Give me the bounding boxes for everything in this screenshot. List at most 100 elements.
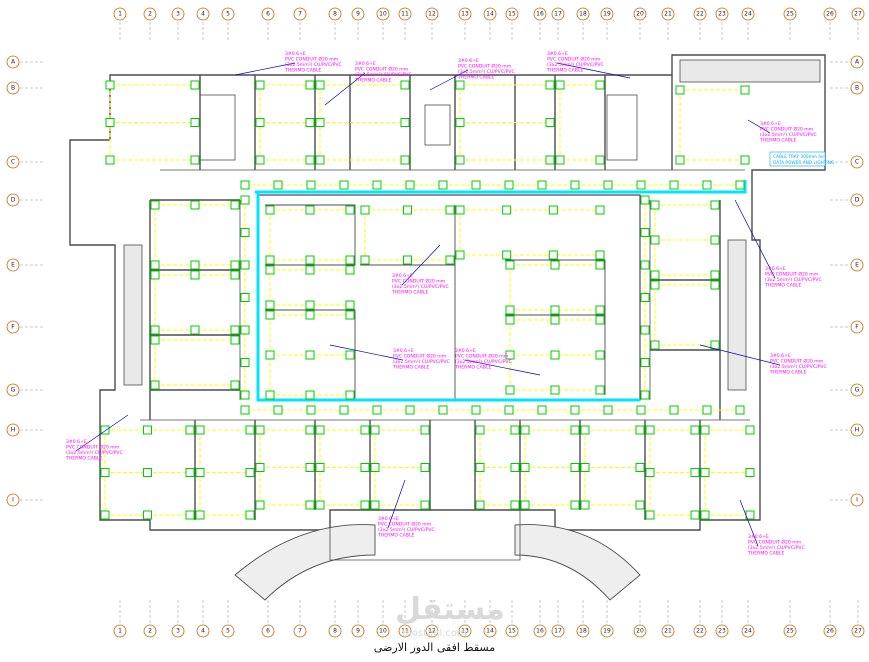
light-fixture bbox=[570, 180, 580, 190]
light-fixture bbox=[595, 80, 605, 90]
light-fixture bbox=[537, 405, 547, 415]
light-fixture bbox=[505, 350, 515, 360]
annotation-leaders bbox=[75, 62, 781, 547]
cable-note-line2: PVC CONDUIT Ø20 mm bbox=[765, 271, 819, 278]
grid-bubble-top: 6 bbox=[261, 7, 275, 21]
light-fixture bbox=[690, 425, 700, 435]
light-fixture bbox=[640, 390, 650, 400]
grid-bubble-top: 11 bbox=[398, 7, 412, 21]
grid-lines bbox=[20, 22, 859, 624]
cable-note-line3: (3x2.5mm²) CU/PVC/PVC bbox=[285, 62, 342, 68]
cable-note-line3: (3x2.5mm²) CU/PVC/PVC bbox=[355, 72, 412, 78]
light-fixture bbox=[105, 155, 115, 165]
light-fixture bbox=[502, 205, 512, 215]
light-fixture bbox=[595, 350, 605, 360]
light-fixture bbox=[545, 155, 555, 165]
grid-bubble-top-label: 16 bbox=[536, 11, 544, 18]
light-fixture bbox=[255, 80, 265, 90]
light-fixture bbox=[710, 235, 720, 245]
cable-note-line4: THERMO CABLE bbox=[391, 290, 428, 296]
light-fixture bbox=[360, 463, 370, 472]
light-fixture bbox=[669, 405, 679, 415]
cable-note-line3: (3x2.5mm²) CU/PVC/PVC bbox=[66, 450, 123, 456]
grid-bubble-left-label: A bbox=[11, 59, 16, 66]
light-fixture bbox=[370, 463, 380, 472]
cable-tray-note: CABLE TRAY 300mm for DATA POWER AND LIGH… bbox=[769, 151, 834, 167]
light-fixture bbox=[230, 325, 240, 335]
light-fixture bbox=[240, 325, 250, 335]
grid-bubble-top: 2 bbox=[143, 7, 157, 21]
drawing-caption: مسقط افقى الدور الارضى bbox=[373, 641, 496, 654]
light-fixture bbox=[504, 180, 514, 190]
grid-bubble-top: 25 bbox=[783, 7, 797, 21]
grid-bubble-top: 16 bbox=[533, 7, 547, 21]
cable-note-line2: PVC CONDUIT Ø20 mm bbox=[285, 56, 339, 63]
light-fixture bbox=[570, 463, 580, 472]
light-fixture bbox=[100, 425, 110, 435]
cable-note-line1: 3#0.6+E bbox=[393, 348, 414, 354]
grid-bubble-bottom-label: 26 bbox=[826, 628, 834, 635]
grid-bubble-top-label: 3 bbox=[176, 11, 180, 18]
light-fixture bbox=[305, 463, 315, 472]
cable-note-line1: 3#0.6+E bbox=[547, 51, 568, 57]
grid-bubble-bottom-label: 17 bbox=[554, 628, 562, 635]
light-fixture bbox=[305, 80, 315, 90]
light-fixture bbox=[245, 468, 255, 477]
light-fixture bbox=[438, 405, 448, 415]
light-fixture bbox=[400, 80, 410, 90]
grid-bubble-top-label: 7 bbox=[298, 11, 302, 18]
light-fixture bbox=[455, 250, 465, 260]
grid-bubble-bottom: 7 bbox=[293, 624, 307, 638]
light-fixture bbox=[265, 255, 275, 265]
grid-bubble-bottom: 3 bbox=[171, 624, 185, 638]
grid-bubble-top-label: 1 bbox=[118, 11, 122, 18]
note-leader bbox=[324, 72, 366, 106]
light-fixture bbox=[580, 500, 590, 510]
light-fixture bbox=[505, 305, 515, 315]
light-fixture bbox=[372, 405, 382, 415]
light-fixture bbox=[190, 155, 200, 165]
grid-bubble-top: 7 bbox=[293, 7, 307, 21]
grid-bubble-bottom-label: 11 bbox=[401, 628, 409, 635]
cable-note-line2: PVC CONDUIT Ø20 mm bbox=[392, 278, 446, 285]
light-fixture bbox=[645, 425, 655, 435]
cable-note-line2: PVC CONDUIT Ø20 mm bbox=[748, 539, 802, 546]
light-fixture bbox=[650, 270, 660, 280]
grid-bubble-top-label: 26 bbox=[826, 11, 834, 18]
light-fixture bbox=[372, 180, 382, 190]
grid-bubble-top: 3 bbox=[171, 7, 185, 21]
light-fixture bbox=[305, 310, 315, 320]
grid-bubble-right-label: F bbox=[855, 324, 859, 331]
outer-wall bbox=[69, 54, 826, 531]
grid-bubble-right: F bbox=[850, 320, 864, 334]
light-fixture bbox=[339, 180, 349, 190]
cable-note-line4: THERMO CABLE bbox=[769, 370, 806, 376]
light-fixture bbox=[370, 500, 380, 510]
grid-bubble-top-label: 2 bbox=[148, 11, 152, 18]
grid-bubble-bottom-label: 24 bbox=[744, 628, 752, 635]
cable-note-line2: PVC CONDUIT Ø20 mm bbox=[455, 353, 509, 360]
light-fixture bbox=[245, 510, 255, 520]
grid-bubble-bottom-label: 1 bbox=[118, 628, 122, 635]
light-fixture bbox=[150, 380, 160, 390]
grid-bubble-left: H bbox=[6, 423, 20, 437]
light-fixture bbox=[345, 265, 355, 275]
light-fixture bbox=[475, 500, 485, 510]
cable-note-line4: THERMO CABLE bbox=[764, 283, 801, 289]
grid-bubble-top-label: 15 bbox=[508, 11, 516, 18]
grid-bubble-bottom: 20 bbox=[633, 624, 647, 638]
cable-note-line4: THERMO CABLE bbox=[65, 456, 102, 462]
cable-tray-note-line1: CABLE TRAY 300mm for bbox=[773, 154, 824, 160]
light-fixture bbox=[305, 205, 315, 215]
light-fixture bbox=[240, 228, 250, 237]
light-fixture bbox=[190, 118, 200, 127]
light-fixture bbox=[305, 390, 315, 400]
grid-bubble-bottom-label: 16 bbox=[536, 628, 544, 635]
light-fixture bbox=[548, 250, 558, 260]
light-fixture bbox=[645, 468, 655, 477]
grid-bubble-left-label: F bbox=[11, 324, 15, 331]
light-fixture bbox=[570, 500, 580, 510]
grid-bubble-left-label: D bbox=[11, 197, 16, 204]
